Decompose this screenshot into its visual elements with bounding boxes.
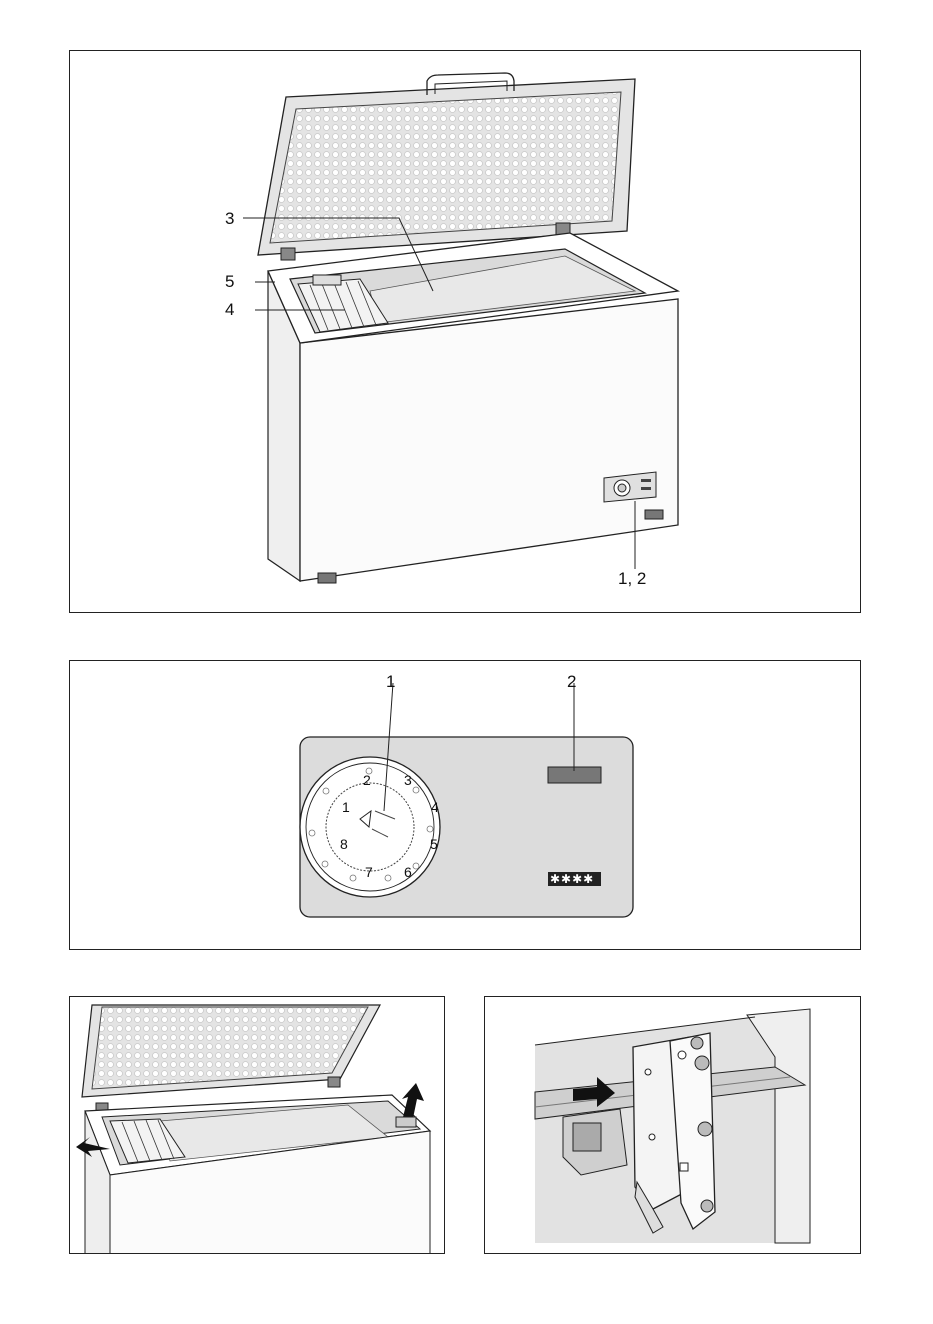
dial-number-8: 8 [340,836,348,853]
hinge-illustration [485,997,861,1254]
dial-number-2: 2 [363,772,371,789]
callout-5: 5 [225,273,234,290]
dial-number-5: 5 [430,836,438,853]
dial-number-3: 3 [404,772,412,789]
callout-2: 2 [567,673,576,690]
figure-hinge [484,996,861,1254]
dial-number-1: 1 [342,799,350,816]
figure-open-lid [69,996,445,1254]
control-panel-illustration [70,661,861,950]
callout-1: 1 [386,673,395,690]
freezer-lid-illustration [70,997,445,1254]
callout-1-2: 1, 2 [618,570,646,587]
freezer-illustration [70,51,861,613]
figure-freezer-overview: 3 5 4 1, 2 [69,50,861,613]
callout-3: 3 [225,210,234,227]
callout-4: 4 [225,301,234,318]
dial-number-6: 6 [404,864,412,881]
star-rating-symbol: ✱✱✱✱ [550,871,594,888]
dial-number-4: 4 [431,799,439,816]
thermostat-dial-icon [326,783,414,871]
figure-control-panel: 1 2 2 3 1 4 8 5 7 6 ✱✱✱✱ [69,660,861,950]
dial-number-7: 7 [365,864,373,881]
